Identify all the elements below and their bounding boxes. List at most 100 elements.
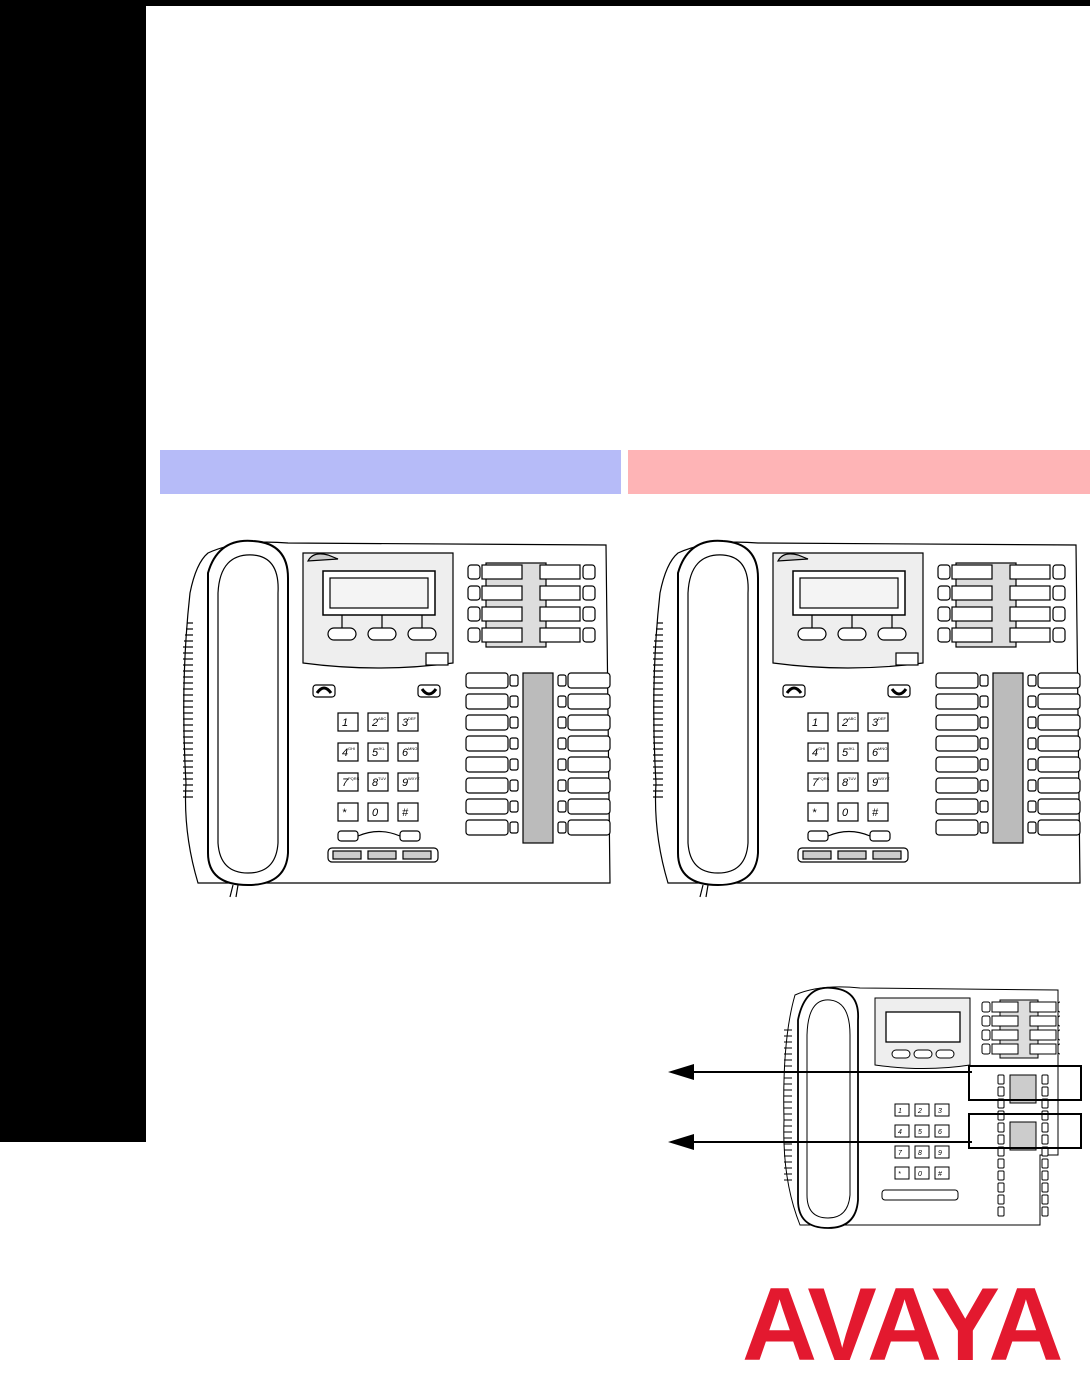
module-led bbox=[557, 716, 567, 729]
keypad-letters: TUV bbox=[848, 776, 856, 781]
module-led bbox=[1027, 695, 1037, 708]
keypad-key bbox=[807, 772, 829, 792]
function-key bbox=[332, 850, 362, 860]
module-key bbox=[1037, 819, 1081, 836]
keypad-key bbox=[867, 742, 889, 762]
volume-arc bbox=[827, 830, 871, 837]
small-key bbox=[1029, 1029, 1057, 1041]
hold-key bbox=[782, 684, 806, 698]
volume-up bbox=[399, 830, 421, 842]
module-key bbox=[465, 777, 509, 794]
module-led bbox=[557, 674, 567, 687]
memory-key bbox=[481, 585, 523, 601]
keypad-digit: 9 bbox=[402, 777, 408, 789]
handset bbox=[677, 539, 759, 887]
keypad-letters: MNO bbox=[878, 746, 887, 751]
soft-key bbox=[797, 627, 827, 641]
module-led bbox=[1027, 674, 1037, 687]
keypad-key bbox=[867, 772, 889, 792]
goodbye-key bbox=[417, 684, 441, 698]
keypad-digit: * bbox=[342, 807, 347, 819]
module-led bbox=[979, 758, 989, 771]
keypad-letters: PQRS bbox=[818, 776, 830, 781]
small-key bbox=[1029, 1015, 1057, 1027]
small-key bbox=[1029, 1043, 1057, 1055]
function-key bbox=[872, 850, 902, 860]
module-key bbox=[935, 672, 979, 689]
memory-key bbox=[539, 606, 581, 622]
keypad-key bbox=[397, 742, 419, 762]
small-module-led bbox=[997, 1182, 1005, 1193]
small-display bbox=[885, 1011, 961, 1043]
small-module-led bbox=[997, 1206, 1005, 1217]
keypad-key bbox=[337, 772, 359, 792]
small-keypad-key bbox=[894, 1103, 910, 1117]
small-led bbox=[1057, 1001, 1060, 1013]
keypad-key bbox=[367, 772, 389, 792]
keypad-digit: 5 bbox=[842, 747, 849, 759]
module-led bbox=[557, 737, 567, 750]
goodbye-icon bbox=[420, 688, 438, 696]
module-key bbox=[567, 798, 611, 815]
small-module-led bbox=[997, 1170, 1005, 1181]
memory-key bbox=[481, 627, 523, 643]
small-module-led bbox=[997, 1158, 1005, 1169]
function-key bbox=[802, 850, 832, 860]
module-led bbox=[979, 821, 989, 834]
memory-key bbox=[481, 606, 523, 622]
display-tab bbox=[776, 553, 809, 562]
volume-arc bbox=[357, 830, 401, 837]
small-led bbox=[981, 1029, 991, 1041]
module-led bbox=[509, 674, 519, 687]
keypad-key bbox=[337, 712, 359, 732]
keypad-key bbox=[337, 802, 359, 822]
keypad-digit: 2 bbox=[371, 717, 378, 729]
indicator bbox=[1052, 585, 1066, 601]
small-led bbox=[1057, 1043, 1060, 1055]
keypad-key bbox=[867, 712, 889, 732]
small-keypad-key bbox=[894, 1124, 910, 1138]
module-led bbox=[1027, 737, 1037, 750]
small-keypad-digit: * bbox=[898, 1171, 901, 1178]
module-key bbox=[465, 798, 509, 815]
module-led bbox=[509, 737, 519, 750]
soft-key bbox=[327, 627, 357, 641]
small-keypad-digit: 1 bbox=[898, 1108, 902, 1115]
keypad-digit: 7 bbox=[812, 777, 819, 789]
small-keypad-digit: 2 bbox=[917, 1108, 922, 1115]
side-bar bbox=[0, 0, 146, 1142]
small-soft-key bbox=[891, 1049, 911, 1059]
module-key bbox=[567, 777, 611, 794]
memory-key bbox=[951, 606, 993, 622]
soft-key bbox=[877, 627, 907, 641]
module-key bbox=[465, 714, 509, 731]
function-key bbox=[837, 850, 867, 860]
handset-inner bbox=[217, 554, 279, 874]
small-soft-key bbox=[935, 1049, 955, 1059]
keypad-key bbox=[367, 802, 389, 822]
keypad-key bbox=[807, 742, 829, 762]
volume-up bbox=[869, 830, 891, 842]
handset-cord bbox=[229, 884, 239, 898]
keypad-digit: 8 bbox=[372, 777, 379, 789]
small-keypad-key bbox=[914, 1124, 930, 1138]
memory-key bbox=[951, 564, 993, 580]
indicator bbox=[467, 564, 481, 580]
keypad-digit: 9 bbox=[872, 777, 878, 789]
indicator bbox=[937, 564, 951, 580]
small-handset bbox=[797, 986, 859, 1229]
arrow-left-icon bbox=[668, 1064, 694, 1080]
small-keypad-key bbox=[934, 1103, 950, 1117]
small-keypad-key bbox=[914, 1166, 930, 1180]
keypad-key bbox=[397, 772, 419, 792]
module-strip bbox=[992, 672, 1024, 844]
display-screen bbox=[329, 577, 429, 609]
small-handset-inner bbox=[806, 999, 851, 1219]
small-led bbox=[981, 1015, 991, 1027]
keypad-key bbox=[867, 802, 889, 822]
module-key bbox=[935, 735, 979, 752]
function-key bbox=[367, 850, 397, 860]
keypad-key bbox=[837, 712, 859, 732]
